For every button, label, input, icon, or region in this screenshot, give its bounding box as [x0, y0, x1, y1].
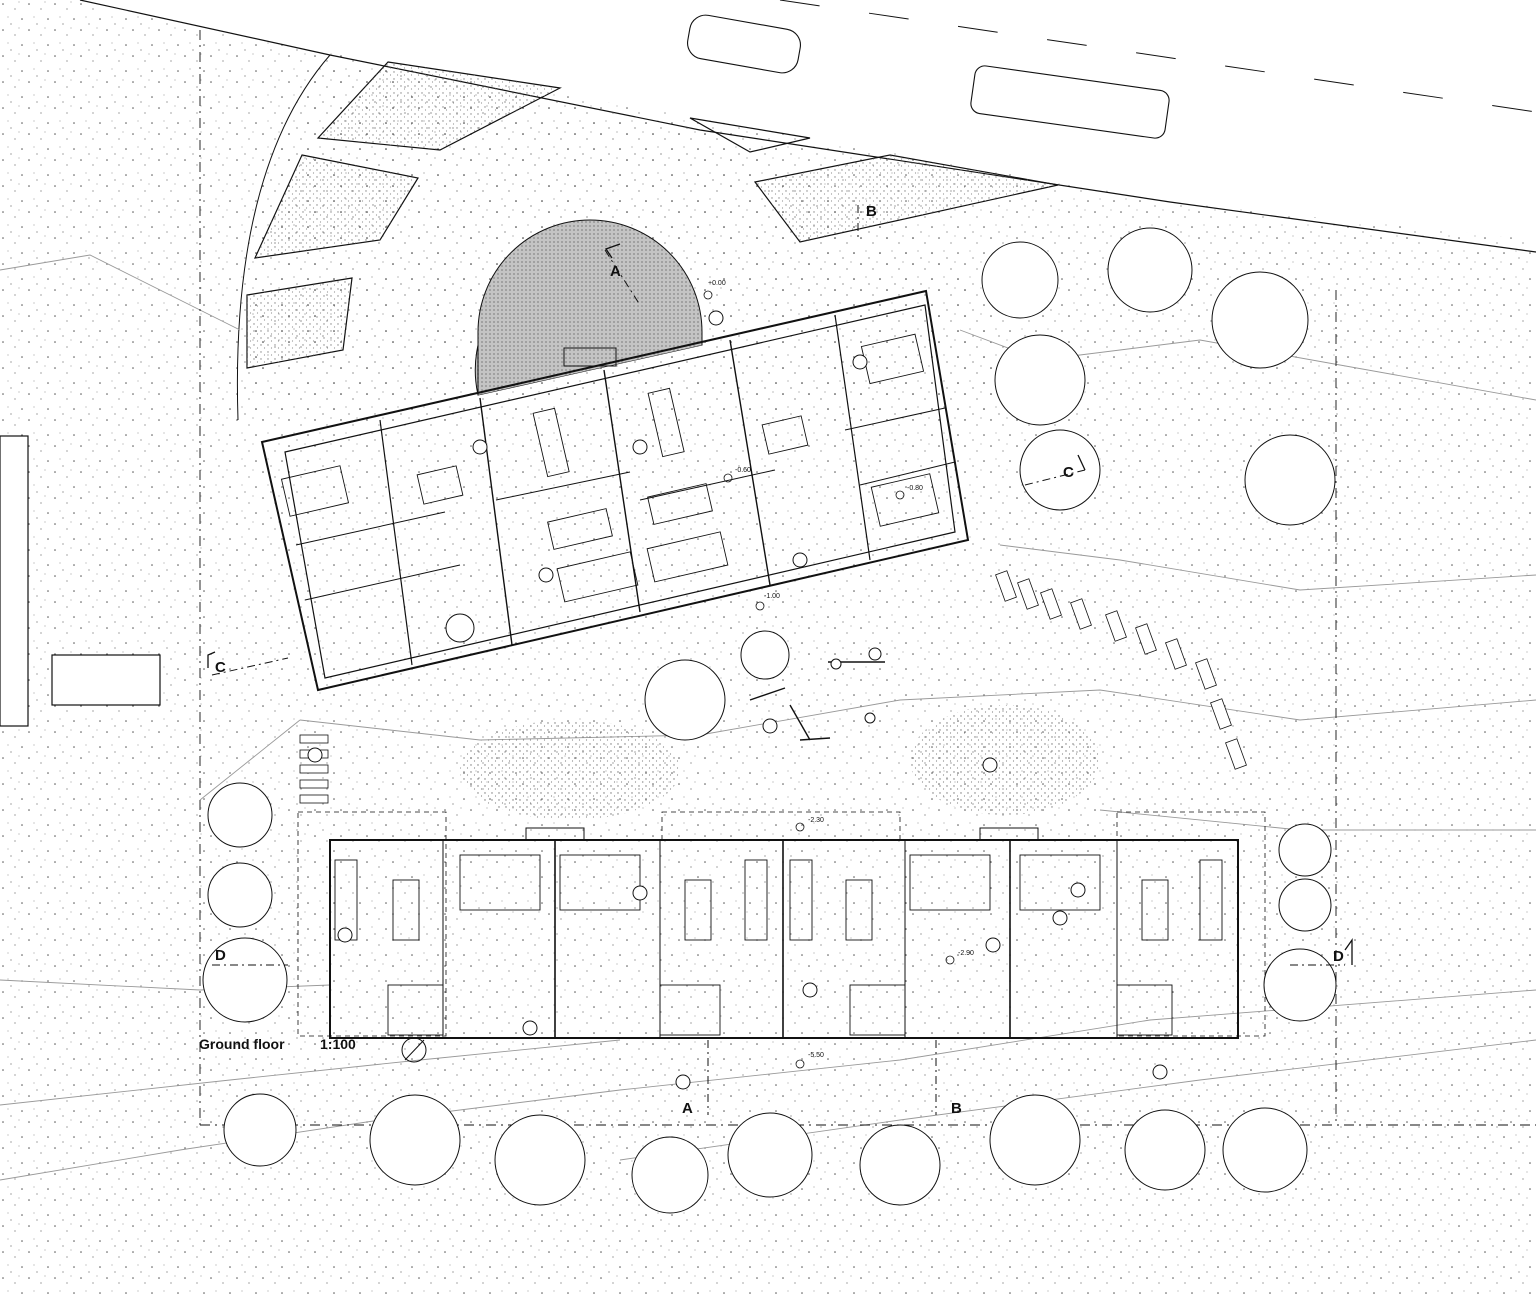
section-mark-a-top: A — [610, 263, 621, 280]
tree-icon — [202, 227, 1337, 1214]
level-upper-south: -1.00 — [764, 593, 780, 600]
level-upper-right: -0.80 — [907, 485, 923, 492]
level-lower-south: -5.50 — [808, 1052, 824, 1059]
drawing-title: Ground floor — [199, 1036, 285, 1052]
level-lower-north: -2.30 — [808, 817, 824, 824]
section-mark-a-bottom: A — [682, 1100, 693, 1117]
level-lower-mid: -2.90 — [958, 950, 974, 957]
section-mark-d-right: D — [1333, 948, 1344, 965]
bus-icon — [970, 65, 1170, 139]
section-mark-d-left: D — [215, 947, 226, 964]
level-upper-mid: -0.60 — [735, 467, 751, 474]
level-entrance: +0.00 — [708, 280, 726, 287]
section-mark-c-right: C — [1063, 464, 1074, 481]
drawing-scale: 1:100 — [320, 1036, 356, 1052]
upper-building — [260, 289, 970, 692]
section-mark-b-bottom: B — [951, 1100, 962, 1117]
section-mark-b-top: B — [866, 203, 877, 220]
section-mark-c-left: C — [215, 659, 226, 676]
car-icon — [687, 14, 801, 74]
person-icon — [307, 310, 1168, 1090]
north-arrow-icon — [401, 1037, 427, 1063]
